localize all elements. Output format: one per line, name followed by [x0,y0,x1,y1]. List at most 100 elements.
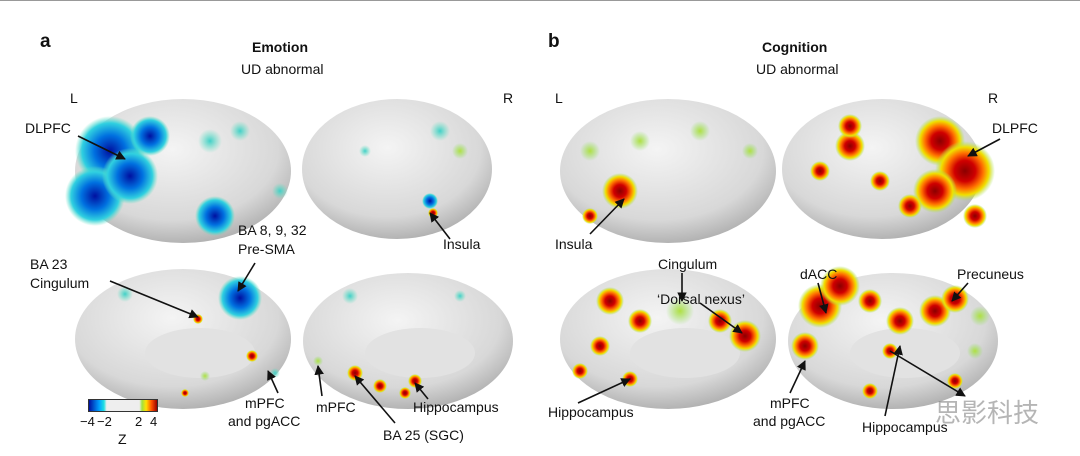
label-mpfc-right: mPFC [316,399,356,415]
activation-blob [582,208,598,224]
activation-blob [708,309,732,333]
activation-blob [270,368,280,378]
activation-blob [913,169,957,213]
annotation-arrow [314,365,324,397]
panel-b-subtitle: UD abnormal [756,61,839,77]
annotation-arrow [789,360,806,394]
label-pgacc: and pgACC [753,413,826,429]
activation-blob [399,387,411,399]
label-pgacc: and pgACC [228,413,301,429]
panel-a-title: Emotion [252,39,308,55]
label-hippocampus: Hippocampus [413,399,499,415]
panel-letter-b: b [548,31,560,52]
activation-blob [313,356,323,366]
brain-a-lateral-right [302,99,492,239]
medial-wall [850,328,960,378]
annotation-arrow [699,302,743,334]
activation-blob [729,320,761,352]
left-hemisphere-label: L [70,90,78,106]
activation-blob [198,129,222,153]
label-ba8: BA 8, 9, 32 [238,222,307,238]
annotation-arrow [414,382,429,400]
colorbar [88,399,158,412]
activation-blob [430,121,450,141]
activation-blob [130,116,170,156]
label-mpfc: mPFC [770,395,810,411]
activation-blob [596,287,624,315]
left-hemisphere-label: L [555,90,563,106]
activation-blob [628,309,652,333]
activation-blob [454,290,466,302]
activation-blob [272,183,288,199]
activation-blob [941,285,969,313]
activation-blob [422,193,438,209]
activation-blob [359,145,371,157]
activation-blob [967,343,983,359]
activation-blob [886,307,914,335]
colorbar-tick: −2 [97,414,112,429]
medial-wall [365,328,475,378]
label-insula: Insula [443,236,481,252]
activation-blob [742,143,758,159]
activation-blob [347,365,363,381]
annotation-arrow [967,138,1001,157]
label-mpfc: mPFC [245,395,285,411]
activation-blob [200,371,210,381]
label-dorsal-nexus: ‘Dorsal nexus’ [657,291,745,307]
annotation-arrow [817,282,829,314]
label-precuneus: Precuneus [957,266,1024,282]
annotation-arrow [884,345,903,417]
annotation-arrow [577,378,631,404]
activation-blob [870,171,890,191]
activation-blob [862,383,878,399]
activation-blob [898,194,922,218]
activation-blob [246,350,258,362]
colorbar-label: Z [118,431,127,447]
activation-blob [963,204,987,228]
label-ba25: BA 25 (SGC) [383,427,464,443]
colorbar-tick: 4 [150,414,158,429]
activation-blob [218,276,262,320]
activation-blob [572,363,588,379]
activation-blob [791,332,819,360]
label-presma: Pre-SMA [238,241,295,257]
annotation-arrow [109,280,199,319]
activation-blob [580,141,600,161]
activation-blob [835,131,865,161]
watermark: 思影科技 [935,399,1040,429]
panel-b-title: Cognition [762,39,828,55]
activation-blob [195,196,235,236]
annotation-arrow [951,282,969,302]
label-cingulum: Cingulum [658,256,718,272]
activation-blob [181,389,189,397]
activation-blob [838,114,862,138]
activation-blob [858,289,882,313]
colorbar-tick: 2 [135,414,143,429]
right-hemisphere-label: R [503,90,514,106]
activation-blob [408,374,422,388]
activation-blob [820,266,860,306]
medial-wall [630,328,740,378]
activation-blob [230,121,250,141]
annotation-arrow [589,198,625,235]
annotation-arrow [267,370,279,394]
right-hemisphere-label: R [988,90,999,106]
annotation-arrow [237,262,256,292]
colorbar-tick: −4 [80,414,95,429]
label-insula: Insula [555,236,593,252]
label-ba23: BA 23 [30,256,68,272]
activation-blob [342,288,358,304]
activation-blob [947,373,963,389]
annotation-arrow [429,212,451,240]
activation-blob [666,297,694,325]
annotation-arrow [354,375,396,424]
label-hippocampus-left: Hippocampus [548,404,634,420]
annotation-arrow [77,135,126,160]
label-cingulum: Cingulum [30,275,90,291]
label-dacc: dACC [800,266,838,282]
activation-blob [590,336,610,356]
panel-letter-a: a [40,31,51,52]
activation-blob [117,286,133,302]
